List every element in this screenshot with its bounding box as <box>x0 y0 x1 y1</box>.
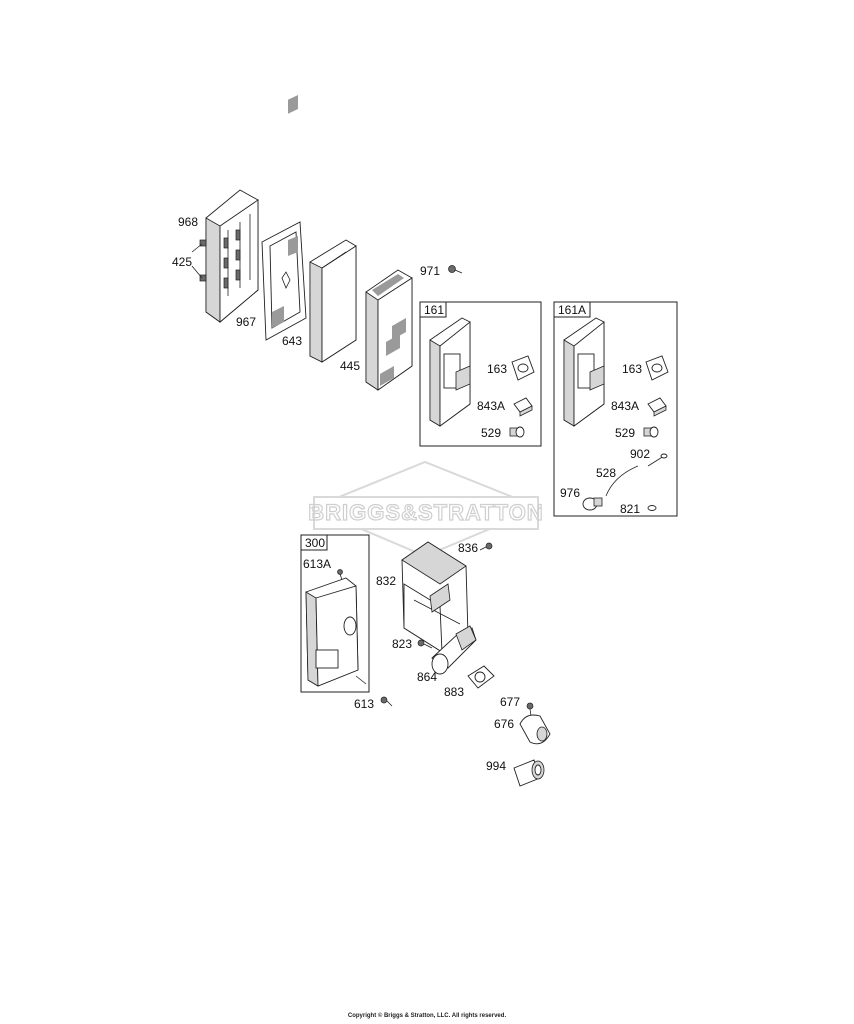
label-971: 971 <box>420 264 440 278</box>
part-967-precleaner <box>261 95 307 341</box>
watermark-text: BRIGGS&STRATTON <box>308 500 543 525</box>
part-677-screw <box>526 702 534 717</box>
part-823-screw <box>417 639 433 649</box>
copyright-notice: Copyright © Briggs & Stratton, LLC. All … <box>347 1013 507 1019</box>
label-161a-843a: 843A <box>611 399 639 413</box>
label-864: 864 <box>417 670 437 684</box>
label-832: 832 <box>376 574 396 588</box>
label-677: 677 <box>500 695 520 709</box>
label-161-529: 529 <box>481 426 501 440</box>
part-883-gasket <box>467 665 495 689</box>
part-613-screw <box>380 696 393 707</box>
label-643: 643 <box>282 334 302 348</box>
label-613a: 613A <box>303 557 331 571</box>
part-muffler <box>305 577 367 687</box>
part-832-guard <box>401 541 469 653</box>
part-976-bulb <box>582 497 603 511</box>
part-163-gasket <box>511 355 535 381</box>
part-864-pipe <box>431 625 477 675</box>
part-968-cover <box>199 189 259 323</box>
part-971-screw <box>448 265 463 274</box>
part-529-fitting-161a <box>643 426 659 438</box>
box-161a-label: 161A <box>558 303 586 317</box>
label-425: 425 <box>172 255 192 269</box>
label-968: 968 <box>178 215 198 229</box>
label-994: 994 <box>486 759 506 773</box>
label-676: 676 <box>494 717 514 731</box>
label-161a-528: 528 <box>596 466 616 480</box>
part-676-deflector <box>519 714 551 745</box>
part-613a-screw <box>337 569 343 581</box>
box-300: 300 <box>300 534 370 693</box>
label-161a-529: 529 <box>615 426 635 440</box>
part-air-filter <box>365 269 413 391</box>
label-161a-821: 821 <box>620 502 640 516</box>
part-821-washer <box>647 505 657 511</box>
label-161a-976: 976 <box>560 486 580 500</box>
part-843a-key <box>513 397 533 417</box>
part-529-fitting <box>509 426 525 438</box>
part-445-base <box>309 239 357 363</box>
label-823: 823 <box>392 637 412 651</box>
label-161-843a: 843A <box>477 399 505 413</box>
label-613: 613 <box>354 697 374 711</box>
part-994-arrester <box>513 759 545 787</box>
part-163-gasket-161a <box>645 355 669 381</box>
box-161: 161 <box>419 301 542 447</box>
box-300-label: 300 <box>305 536 325 550</box>
label-161a-902: 902 <box>630 447 650 461</box>
label-883: 883 <box>444 685 464 699</box>
box-161a: 161A <box>553 301 678 517</box>
part-843a-key-161a <box>647 397 667 417</box>
label-161-163: 163 <box>487 362 507 376</box>
box-161-label: 161 <box>424 303 444 317</box>
label-967: 967 <box>236 315 256 329</box>
part-528-tube <box>605 465 639 497</box>
label-161a-163: 163 <box>622 362 642 376</box>
part-902-pin <box>647 453 668 467</box>
label-836: 836 <box>458 541 478 555</box>
watermark-logo: BRIGGS&STRATTON <box>308 460 543 558</box>
label-445: 445 <box>340 359 360 373</box>
part-836-screw <box>479 542 493 551</box>
